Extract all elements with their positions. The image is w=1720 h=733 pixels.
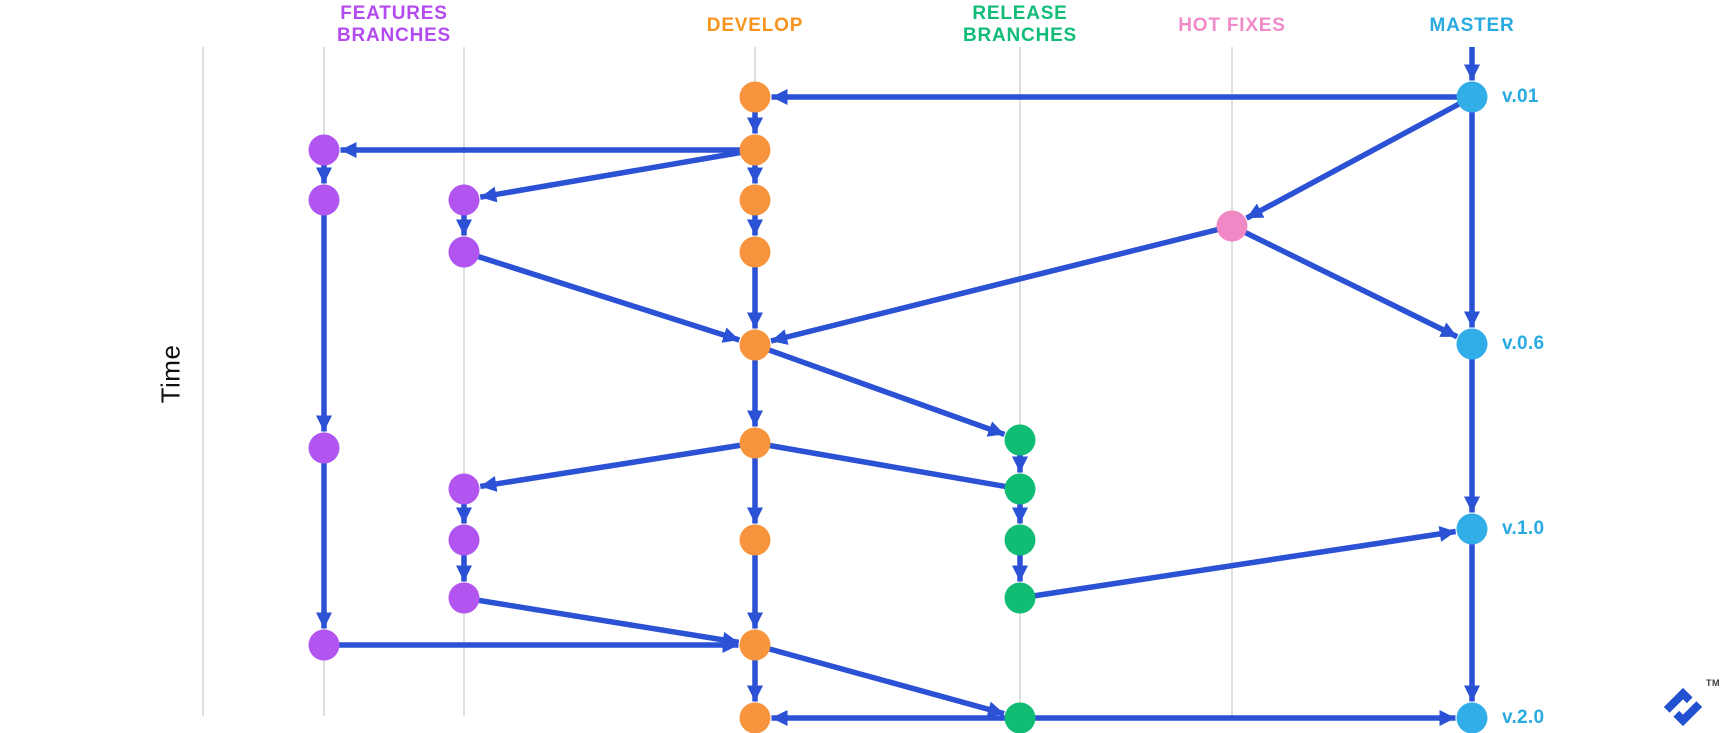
column-header-master: MASTER (1429, 15, 1515, 36)
commit-node-develop-d8 (739, 629, 771, 661)
edge-m1-to-h1 (1245, 94, 1474, 221)
nodes-layer (308, 81, 1488, 733)
commit-node-release-r3 (1004, 524, 1036, 556)
commit-node-develop-d1 (739, 81, 771, 113)
edge-d8-to-r5 (754, 642, 1005, 718)
edge-d6-to-r2 (754, 440, 1021, 492)
trademark-symbol: TM (1706, 678, 1720, 688)
commit-node-hotfix-h1 (1216, 210, 1248, 242)
edge-d6-to-b3 (479, 440, 756, 492)
commit-node-feature-2-b4 (448, 524, 480, 556)
version-label-v06: v.0.6 (1502, 333, 1545, 354)
edge-d2-to-b1 (479, 147, 756, 203)
version-label-v01: v.01 (1502, 86, 1539, 107)
commit-node-develop-d9 (739, 702, 771, 733)
commit-node-develop-d2 (739, 134, 771, 166)
edges-layer (316, 47, 1480, 726)
commit-node-master-m1 (1456, 81, 1488, 113)
toptal-logo-mark (1663, 687, 1703, 727)
commit-node-release-r1 (1004, 424, 1036, 456)
commit-node-master-m2 (1456, 328, 1488, 360)
commit-node-feature-2-b3 (448, 473, 480, 505)
edge-b5-to-d8 (463, 595, 740, 648)
commit-node-release-r5 (1004, 702, 1036, 733)
commit-node-feature-2-b5 (448, 582, 480, 614)
commit-node-develop-d4 (739, 236, 771, 268)
column-header-develop: DEVELOP (706, 15, 804, 36)
commit-node-develop-d5 (739, 329, 771, 361)
time-axis-label: Time (155, 344, 186, 404)
commit-node-feature-2-b1 (448, 184, 480, 216)
column-header-hot-fixes: HOT FIXES (1178, 15, 1286, 36)
edge-h1-to-d5 (770, 223, 1233, 345)
commit-node-master-m4 (1456, 702, 1488, 733)
commit-node-feature-1-a2 (308, 184, 340, 216)
commit-node-develop-d6 (739, 427, 771, 459)
edge-h1-to-m2 (1230, 223, 1459, 340)
commit-node-release-r4 (1004, 582, 1036, 614)
edge-d5-to-r1 (754, 342, 1006, 438)
commit-node-feature-1-a4 (308, 629, 340, 661)
version-label-v10: v.1.0 (1502, 518, 1545, 539)
commit-node-release-r2 (1004, 473, 1036, 505)
column-header-release-branches: RELEASE BRANCHES (962, 3, 1078, 46)
commit-node-feature-2-b2 (448, 236, 480, 268)
edge-b2-to-d5 (463, 249, 741, 343)
commit-node-master-m3 (1456, 513, 1488, 545)
commit-node-feature-1-a1 (308, 134, 340, 166)
commit-node-develop-d7 (739, 524, 771, 556)
commit-node-develop-d3 (739, 184, 771, 216)
edge-r4-to-m3 (1019, 525, 1457, 601)
version-label-v20: v.2.0 (1502, 707, 1545, 728)
toptal-logo: TM (1660, 678, 1720, 730)
column-header-features-branches: FEATURES BRANCHES (336, 3, 452, 46)
commit-node-feature-1-a3 (308, 432, 340, 464)
